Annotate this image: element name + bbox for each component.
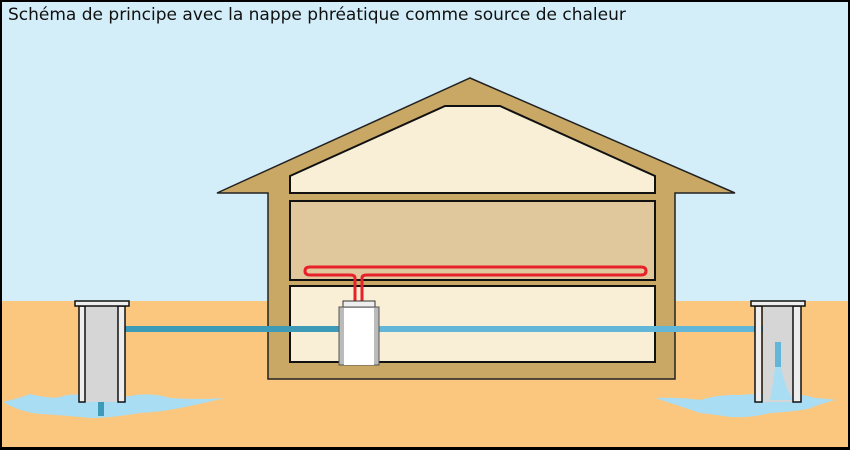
groundwater-left [3,394,225,418]
diagram-title: Schéma de principe avec la nappe phréati… [8,5,626,25]
extraction-well [74,300,130,403]
heat-pump-unit [338,300,380,366]
floor-heating-loop [303,265,648,302]
attic [289,105,656,194]
